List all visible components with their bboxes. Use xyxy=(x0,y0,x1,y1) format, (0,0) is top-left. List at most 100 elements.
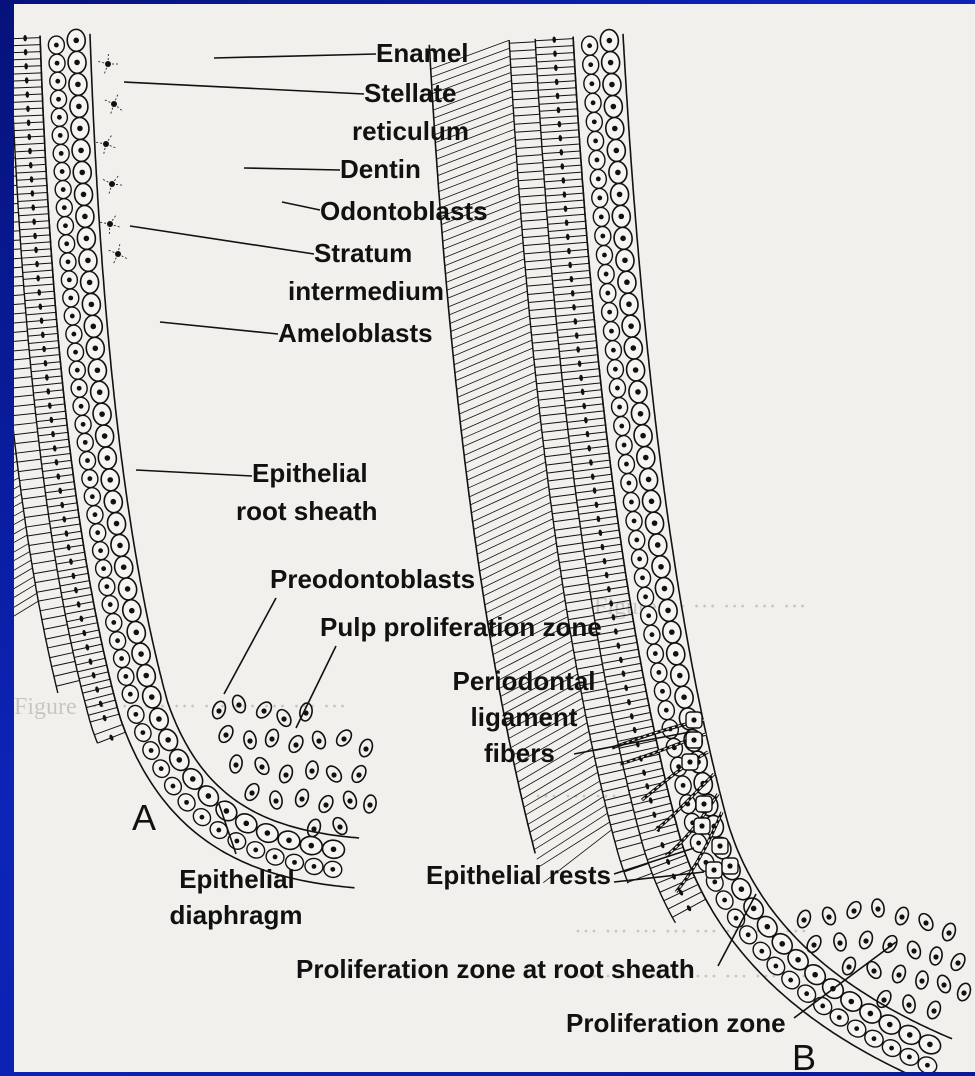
ameloblast-nucleus xyxy=(665,858,671,865)
ameloblast-cell-wall xyxy=(601,649,638,656)
pulp-cell-nucleus xyxy=(293,742,298,747)
cell-nucleus xyxy=(143,673,149,679)
dentinal-tubule xyxy=(448,275,525,307)
cell-nucleus xyxy=(587,43,592,48)
odontoblast-cell-wall xyxy=(518,171,544,173)
ameloblast-nucleus xyxy=(629,713,634,720)
odontoblast-cell-wall xyxy=(535,365,561,368)
cell-nucleus xyxy=(635,389,641,395)
ameloblast-cell-wall xyxy=(615,719,652,727)
cell-nucleus xyxy=(631,345,637,351)
odontoblast-cell-wall xyxy=(14,404,35,407)
cell-nucleus xyxy=(115,638,120,643)
ameloblast-cell-wall xyxy=(22,256,52,258)
odontoblast-cell-wall xyxy=(606,802,631,808)
cell-nucleus xyxy=(71,332,76,337)
cell-nucleus xyxy=(751,906,757,912)
ameloblast-nucleus xyxy=(671,873,677,880)
ameloblast-nucleus xyxy=(98,700,103,707)
pulp-cell-nucleus xyxy=(837,940,842,945)
ameloblast-nucleus xyxy=(557,121,561,128)
ameloblast-cell-wall xyxy=(18,200,48,202)
cell-nucleus xyxy=(634,538,639,543)
cell-nucleus xyxy=(638,411,644,417)
ameloblast-cell-wall xyxy=(579,509,617,514)
ameloblast-cell-wall xyxy=(536,60,574,62)
dentinal-tubule xyxy=(473,486,549,521)
ameloblast-nucleus xyxy=(46,388,50,395)
cell-nucleus xyxy=(629,500,634,505)
cell-nucleus xyxy=(149,694,155,700)
dentinal-tubule xyxy=(461,397,538,431)
label-epithelial-diaphragm-line1: Epithelial xyxy=(162,864,312,894)
dentinal-tubule xyxy=(438,146,516,176)
cell-nucleus xyxy=(184,800,189,805)
ameloblast-cell-wall xyxy=(27,327,57,330)
cell-nucleus xyxy=(81,422,86,427)
cell-nucleus xyxy=(591,100,596,105)
cell-nucleus xyxy=(592,119,597,124)
cell-nucleus xyxy=(608,60,614,66)
dentinal-tubule xyxy=(445,235,523,266)
odontoblast-cell-wall xyxy=(42,615,66,620)
cell-nucleus xyxy=(820,1004,825,1009)
odontoblast-layer-border xyxy=(14,38,58,693)
dentinal-tubule xyxy=(469,462,545,497)
leader-line xyxy=(136,470,252,476)
ameloblast-nucleus xyxy=(567,248,571,255)
cell-nucleus xyxy=(711,867,716,872)
ameloblast-nucleus xyxy=(30,176,34,183)
cell-nucleus xyxy=(595,158,600,163)
odontoblast-cell-wall xyxy=(531,324,557,327)
ameloblast-nucleus xyxy=(578,360,582,367)
cell-nucleus xyxy=(87,280,93,286)
dentinal-tubule xyxy=(465,429,542,463)
cell-nucleus xyxy=(653,651,658,656)
dentinal-tubule xyxy=(460,389,537,422)
ameloblast-cell-wall xyxy=(77,665,106,672)
cell-nucleus xyxy=(286,837,292,843)
pulp-cell-nucleus xyxy=(919,978,924,983)
cell-nucleus xyxy=(699,823,704,828)
ameloblast-nucleus xyxy=(74,587,79,594)
cell-nucleus xyxy=(73,38,79,44)
ameloblast-nucleus xyxy=(79,615,84,622)
odontoblast-cell-wall xyxy=(33,570,57,574)
cell-nucleus xyxy=(101,566,106,571)
ameloblast-cell-wall xyxy=(88,707,117,715)
cell-nucleus xyxy=(76,104,82,110)
ameloblast-nucleus xyxy=(40,317,44,324)
odontoblast-cell-wall xyxy=(14,258,22,260)
dentinal-tubule xyxy=(455,340,532,373)
ameloblast-cell-wall xyxy=(94,725,122,735)
cell-nucleus xyxy=(925,1063,930,1068)
ameloblast-cell-wall xyxy=(549,242,587,245)
ameloblast-nucleus xyxy=(64,530,69,537)
cell-nucleus xyxy=(588,62,593,67)
cell-nucleus xyxy=(133,712,138,717)
pulp-cell-nucleus xyxy=(261,708,266,713)
dentinal-tubule xyxy=(474,494,550,529)
ameloblast-cell-wall xyxy=(627,775,664,784)
odontoblast-cell-wall xyxy=(14,386,33,388)
pulp-cell-nucleus xyxy=(281,716,286,721)
dentinal-tubule xyxy=(524,764,596,807)
cell-nucleus xyxy=(773,964,778,969)
dentinal-tubule xyxy=(450,291,527,323)
cell-nucleus xyxy=(640,433,646,439)
ameloblast-cell-wall xyxy=(589,579,627,585)
odontoblast-cell-wall xyxy=(599,769,624,775)
ameloblast-cell-wall xyxy=(43,468,73,472)
ameloblast-cell-wall xyxy=(15,157,45,159)
dentinal-tubule xyxy=(537,813,608,859)
ameloblast-nucleus xyxy=(587,445,591,452)
cell-nucleus xyxy=(140,730,145,735)
cell-nucleus xyxy=(643,594,648,599)
label-periodontal-ligament-fibers-line1: Periodontal xyxy=(444,666,604,696)
ameloblast-nucleus xyxy=(614,628,619,635)
ameloblast-cell-wall xyxy=(563,383,601,387)
ameloblast-nucleus xyxy=(632,727,637,734)
ameloblast-cell-wall xyxy=(14,59,41,60)
ameloblast-nucleus xyxy=(31,204,35,211)
cell-nucleus xyxy=(190,776,196,782)
